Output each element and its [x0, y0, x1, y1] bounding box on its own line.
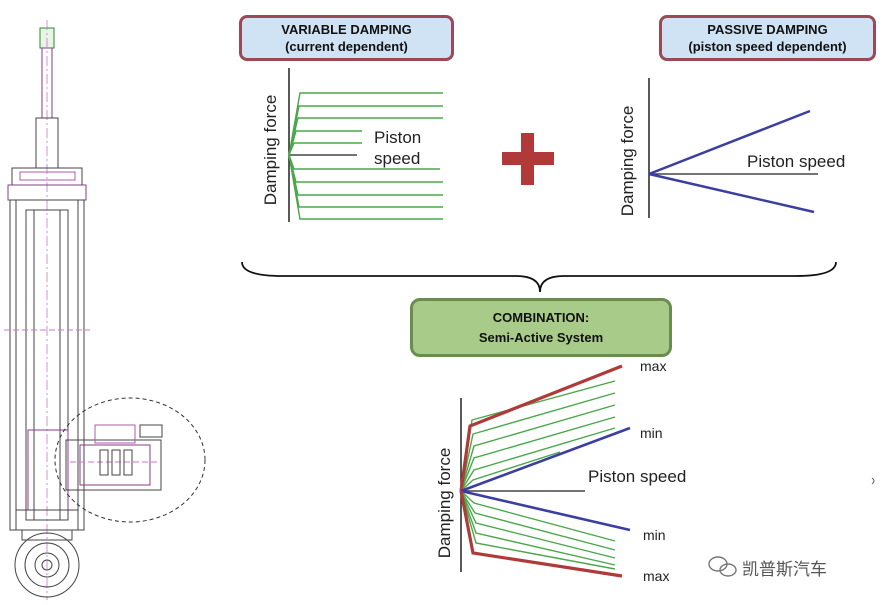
variable-y-label: Damping force	[261, 94, 280, 206]
shock-absorber-drawing	[4, 20, 206, 600]
watermark-text: 凯普斯汽车	[742, 560, 827, 580]
combo-x-label: Piston speed	[588, 467, 687, 486]
wechat-icon	[708, 556, 737, 577]
combo-min-lower	[460, 489, 631, 532]
passive-x-label: Piston speed	[747, 152, 846, 171]
passive-line-down	[648, 172, 815, 214]
plus-sign	[502, 133, 554, 185]
passive-box-line1: PASSIVE DAMPING	[707, 22, 828, 37]
passive-damping-box: PASSIVE DAMPING (piston speed dependent)	[659, 15, 876, 61]
combo-label-min-bottom: min	[643, 527, 666, 543]
passive-damping-chart	[648, 78, 818, 218]
combination-box: COMBINATION: Semi-Active System	[410, 298, 672, 357]
combo-max-lower	[459, 490, 623, 578]
variable-green-lines	[288, 92, 443, 220]
variable-x-label-2: speed	[374, 149, 421, 168]
combo-min-upper	[460, 426, 631, 493]
passive-box-line2: (piston speed dependent)	[688, 39, 847, 54]
combo-label-min-top: min	[640, 425, 663, 441]
combo-y-label: Damping force	[435, 447, 454, 559]
passive-y-label: Damping force	[618, 105, 637, 217]
variable-box-line2: (current dependent)	[285, 39, 408, 54]
combination-chart	[459, 364, 631, 578]
combination-box-line2: Semi-Active System	[478, 329, 604, 345]
variable-box-line1: VARIABLE DAMPING	[281, 22, 412, 37]
edge-mark	[871, 477, 875, 485]
combo-label-max-top: max	[640, 358, 667, 374]
combination-box-line1: COMBINATION:	[492, 309, 590, 325]
variable-x-label-1: Piston	[374, 128, 422, 147]
combo-max-upper	[459, 364, 623, 492]
passive-line-up	[648, 109, 811, 176]
variable-damping-chart	[288, 68, 443, 222]
variable-damping-box: VARIABLE DAMPING (current dependent)	[239, 15, 454, 61]
combo-label-max-bottom: max	[643, 568, 670, 584]
curly-brace	[241, 261, 837, 293]
